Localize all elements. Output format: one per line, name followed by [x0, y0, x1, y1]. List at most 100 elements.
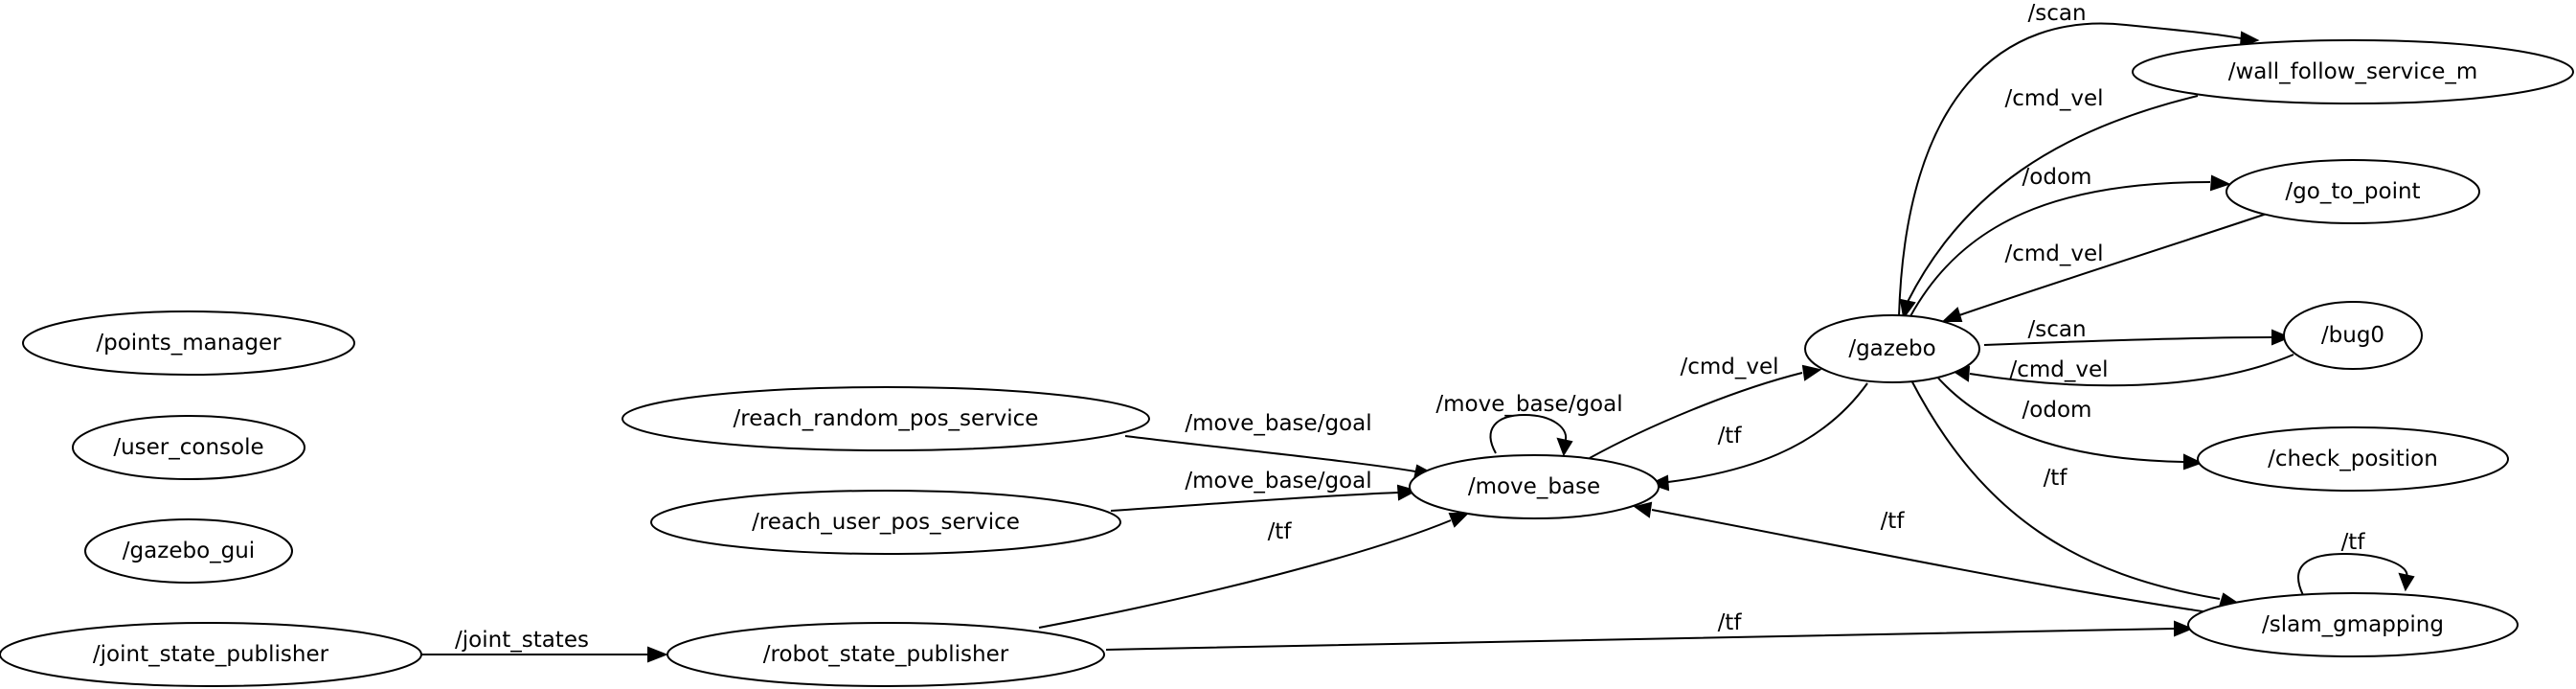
edge-label: /tf: [2044, 466, 2068, 491]
edge-label: /scan: [2027, 317, 2086, 342]
edge-joint-states[interactable]: /joint_states: [421, 628, 668, 663]
edge-gazebo-scan-wall-follow[interactable]: /scan: [1898, 1, 2260, 317]
edge-arrowhead: [2174, 620, 2194, 637]
edge-label: /odom: [2022, 165, 2092, 190]
edge-gazebo-odom-go-to-point[interactable]: /odom: [1909, 165, 2231, 317]
edge-slam-tf-move-base[interactable]: /tf: [1633, 501, 2223, 615]
node-reach-random-pos-service[interactable]: /reach_random_pos_service: [621, 386, 1150, 451]
edge-arrowhead: [1448, 513, 1470, 528]
edge-line: [1898, 22, 2242, 317]
node-label: /joint_state_publisher: [93, 642, 329, 667]
edge-label: /scan: [2027, 1, 2086, 26]
edge-random-goal[interactable]: /move_base/goal: [1124, 411, 1436, 481]
node-label: /move_base: [1468, 474, 1600, 499]
node-label: /gazebo: [1848, 336, 1935, 361]
node-gazebo-gui[interactable]: /gazebo_gui: [84, 518, 293, 584]
node-wall-follow-service-m[interactable]: /wall_follow_service_m: [2132, 39, 2574, 104]
edge-label: /move_base/goal: [1185, 411, 1371, 436]
edge-line: [1983, 336, 2272, 346]
edge-user-goal[interactable]: /move_base/goal: [1110, 469, 1418, 512]
node-ellipse: [667, 622, 1105, 687]
edge-line: [1038, 519, 1452, 629]
edge-label: /cmd_vel: [2009, 357, 2108, 382]
node-label: /user_console: [113, 435, 263, 460]
edge-label: /cmd_vel: [1680, 355, 1778, 379]
edges: /joint_states /move_base/goal /move_base…: [421, 1, 2415, 663]
edge-label: /tf: [2341, 530, 2366, 555]
edge-label: /odom: [2022, 398, 2092, 423]
edge-arrowhead: [1941, 307, 1963, 322]
edge-line: [1909, 181, 2211, 317]
node-robot-state-publisher[interactable]: /robot_state_publisher: [667, 622, 1105, 687]
node-gazebo[interactable]: /gazebo: [1804, 314, 1980, 383]
node-label: /reach_random_pos_service: [734, 406, 1039, 431]
edge-line: [1958, 212, 2271, 316]
edge-line: [1907, 95, 2199, 303]
node-ellipse: [2132, 39, 2574, 104]
node-reach-user-pos-service[interactable]: /reach_user_pos_service: [650, 490, 1121, 555]
edge-label: /tf: [1718, 610, 1743, 635]
edge-gazebo-tf-move-base[interactable]: /tf: [1648, 382, 1868, 492]
edge-line: [1105, 628, 2175, 651]
edge-robot-state-tf[interactable]: /tf: [1038, 513, 1470, 629]
edge-arrowhead: [1396, 484, 1418, 501]
node-ellipse: [2226, 159, 2480, 224]
node-ellipse: [22, 310, 355, 376]
node-label: /gazebo_gui: [123, 539, 255, 563]
edge-label: /tf: [1268, 519, 1293, 544]
nodes: /points_manager /user_console /gazebo_gu…: [0, 39, 2574, 687]
node-ellipse: [0, 622, 422, 687]
node-label: /wall_follow_service_m: [2228, 59, 2478, 84]
edge-arrowhead: [1633, 501, 1653, 518]
node-label: /reach_user_pos_service: [752, 510, 1020, 535]
edge-robot-state-tf-slam[interactable]: /tf: [1105, 610, 2194, 651]
edge-gazebo-scan-bug0[interactable]: /scan: [1983, 317, 2292, 346]
edge-move-base-self-goal[interactable]: /move_base/goal: [1435, 392, 1623, 457]
edge-wall-follow-cmd-vel[interactable]: /cmd_vel: [1899, 86, 2199, 320]
node-ellipse: [1409, 454, 1660, 519]
node-label: /robot_state_publisher: [763, 642, 1009, 667]
node-joint-state-publisher[interactable]: /joint_state_publisher: [0, 622, 422, 687]
edge-arrowhead: [2183, 453, 2203, 471]
node-bug0[interactable]: /bug0: [2283, 301, 2423, 370]
edge-arrowhead: [1556, 437, 1573, 457]
edge-label: /move_base/goal: [1185, 469, 1371, 494]
node-move-base[interactable]: /move_base: [1409, 454, 1660, 519]
node-label: /go_to_point: [2285, 179, 2420, 204]
node-slam-gmapping[interactable]: /slam_gmapping: [2187, 592, 2519, 657]
edge-line: [2297, 552, 2408, 596]
node-ellipse: [72, 415, 305, 480]
node-label: /points_manager: [96, 331, 282, 356]
edge-line: [1933, 373, 2184, 463]
edge-line: [1909, 378, 2221, 600]
edge-line: [1110, 492, 1399, 512]
edge-gazebo-odom-check-position[interactable]: /odom: [1933, 373, 2203, 471]
node-go-to-point[interactable]: /go_to_point: [2226, 159, 2480, 224]
edge-line: [1969, 354, 2294, 387]
node-ellipse: [650, 490, 1121, 555]
edge-line: [1651, 509, 2223, 615]
edge-slam-self-tf[interactable]: /tf: [2297, 530, 2415, 596]
node-user-console[interactable]: /user_console: [72, 415, 305, 480]
edge-label: /move_base/goal: [1435, 392, 1622, 417]
node-label: /slam_gmapping: [2262, 612, 2444, 637]
edge-go-to-point-cmd-vel[interactable]: /cmd_vel: [1941, 212, 2271, 322]
edge-line: [1489, 413, 1568, 454]
edge-arrowhead: [2209, 174, 2231, 192]
node-points-manager[interactable]: /points_manager: [22, 310, 355, 376]
edge-bug0-cmd-vel[interactable]: /cmd_vel: [1951, 354, 2294, 387]
node-ellipse: [1804, 314, 1980, 383]
node-ellipse: [2197, 426, 2509, 492]
node-ellipse: [84, 518, 293, 584]
edge-line: [1124, 435, 1416, 472]
node-label: /check_position: [2268, 447, 2438, 471]
edge-line: [1667, 382, 1868, 483]
node-check-position[interactable]: /check_position: [2197, 426, 2509, 492]
edge-label: /tf: [1718, 424, 1743, 448]
edge-move-base-cmd-vel[interactable]: /cmd_vel: [1589, 355, 1822, 459]
edge-gazebo-tf-slam[interactable]: /tf: [1909, 378, 2241, 609]
edge-arrowhead: [2398, 572, 2415, 592]
edge-line: [1589, 372, 1803, 459]
edge-label: /cmd_vel: [2004, 241, 2103, 266]
